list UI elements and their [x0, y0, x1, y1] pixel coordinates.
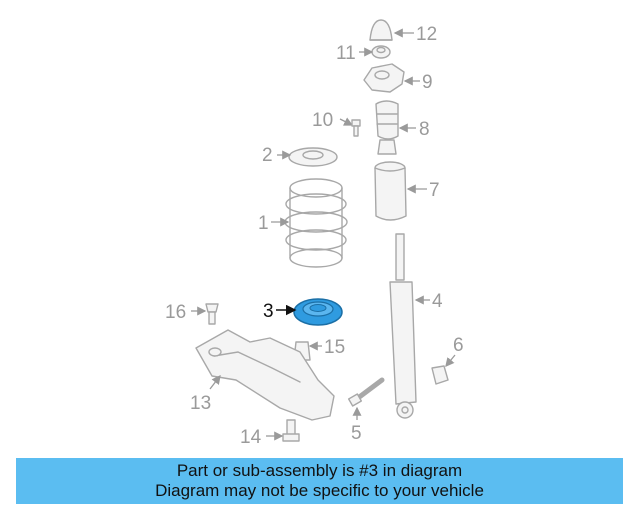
callout-14: 14 — [240, 427, 262, 448]
callout-10: 10 — [312, 110, 333, 131]
part-16-clip[interactable] — [205, 303, 219, 325]
callout-16: 16 — [165, 302, 186, 323]
part-1-coil-spring[interactable] — [284, 178, 348, 268]
part-10-bolt[interactable] — [351, 119, 361, 137]
callout-8: 8 — [419, 119, 430, 140]
banner-line-1: Part or sub-assembly is #3 in diagram — [176, 461, 463, 480]
callout-11: 11 — [336, 43, 356, 64]
callout-9: 9 — [422, 72, 433, 93]
part-3-lower-spring-seat[interactable] — [293, 298, 343, 326]
parts-diagram: 12 11 9 10 8 2 7 1 4 3 16 15 6 13 5 14 — [165, 19, 464, 448]
part-12-cap[interactable] — [369, 19, 393, 41]
part-7-dust-boot[interactable] — [374, 161, 407, 221]
callout-13: 13 — [190, 393, 211, 414]
part-13-control-arm[interactable] — [195, 329, 335, 421]
callout-5: 5 — [351, 423, 362, 444]
callout-3: 3 — [263, 301, 274, 322]
part-9-top-mount[interactable] — [363, 63, 405, 93]
part-11-nut[interactable] — [371, 45, 391, 59]
callout-6: 6 — [453, 335, 464, 356]
part-2-spring-seat[interactable] — [288, 147, 338, 167]
callout-7: 7 — [429, 180, 440, 201]
part-4-shock-absorber[interactable] — [389, 233, 417, 419]
part-5-bolt[interactable] — [347, 377, 385, 407]
banner-line-2: Diagram may not be specific to your vehi… — [155, 481, 484, 500]
callout-12: 12 — [416, 24, 437, 45]
callout-4: 4 — [432, 291, 443, 312]
part-6-bushing[interactable] — [431, 365, 449, 385]
part-8-bump-stop[interactable] — [375, 100, 399, 155]
callout-15: 15 — [324, 337, 345, 358]
part-14-bolt[interactable] — [282, 419, 300, 442]
callout-2: 2 — [262, 145, 273, 166]
callout-1: 1 — [258, 213, 269, 234]
info-banner: Part or sub-assembly is #3 in diagram Di… — [16, 458, 623, 504]
